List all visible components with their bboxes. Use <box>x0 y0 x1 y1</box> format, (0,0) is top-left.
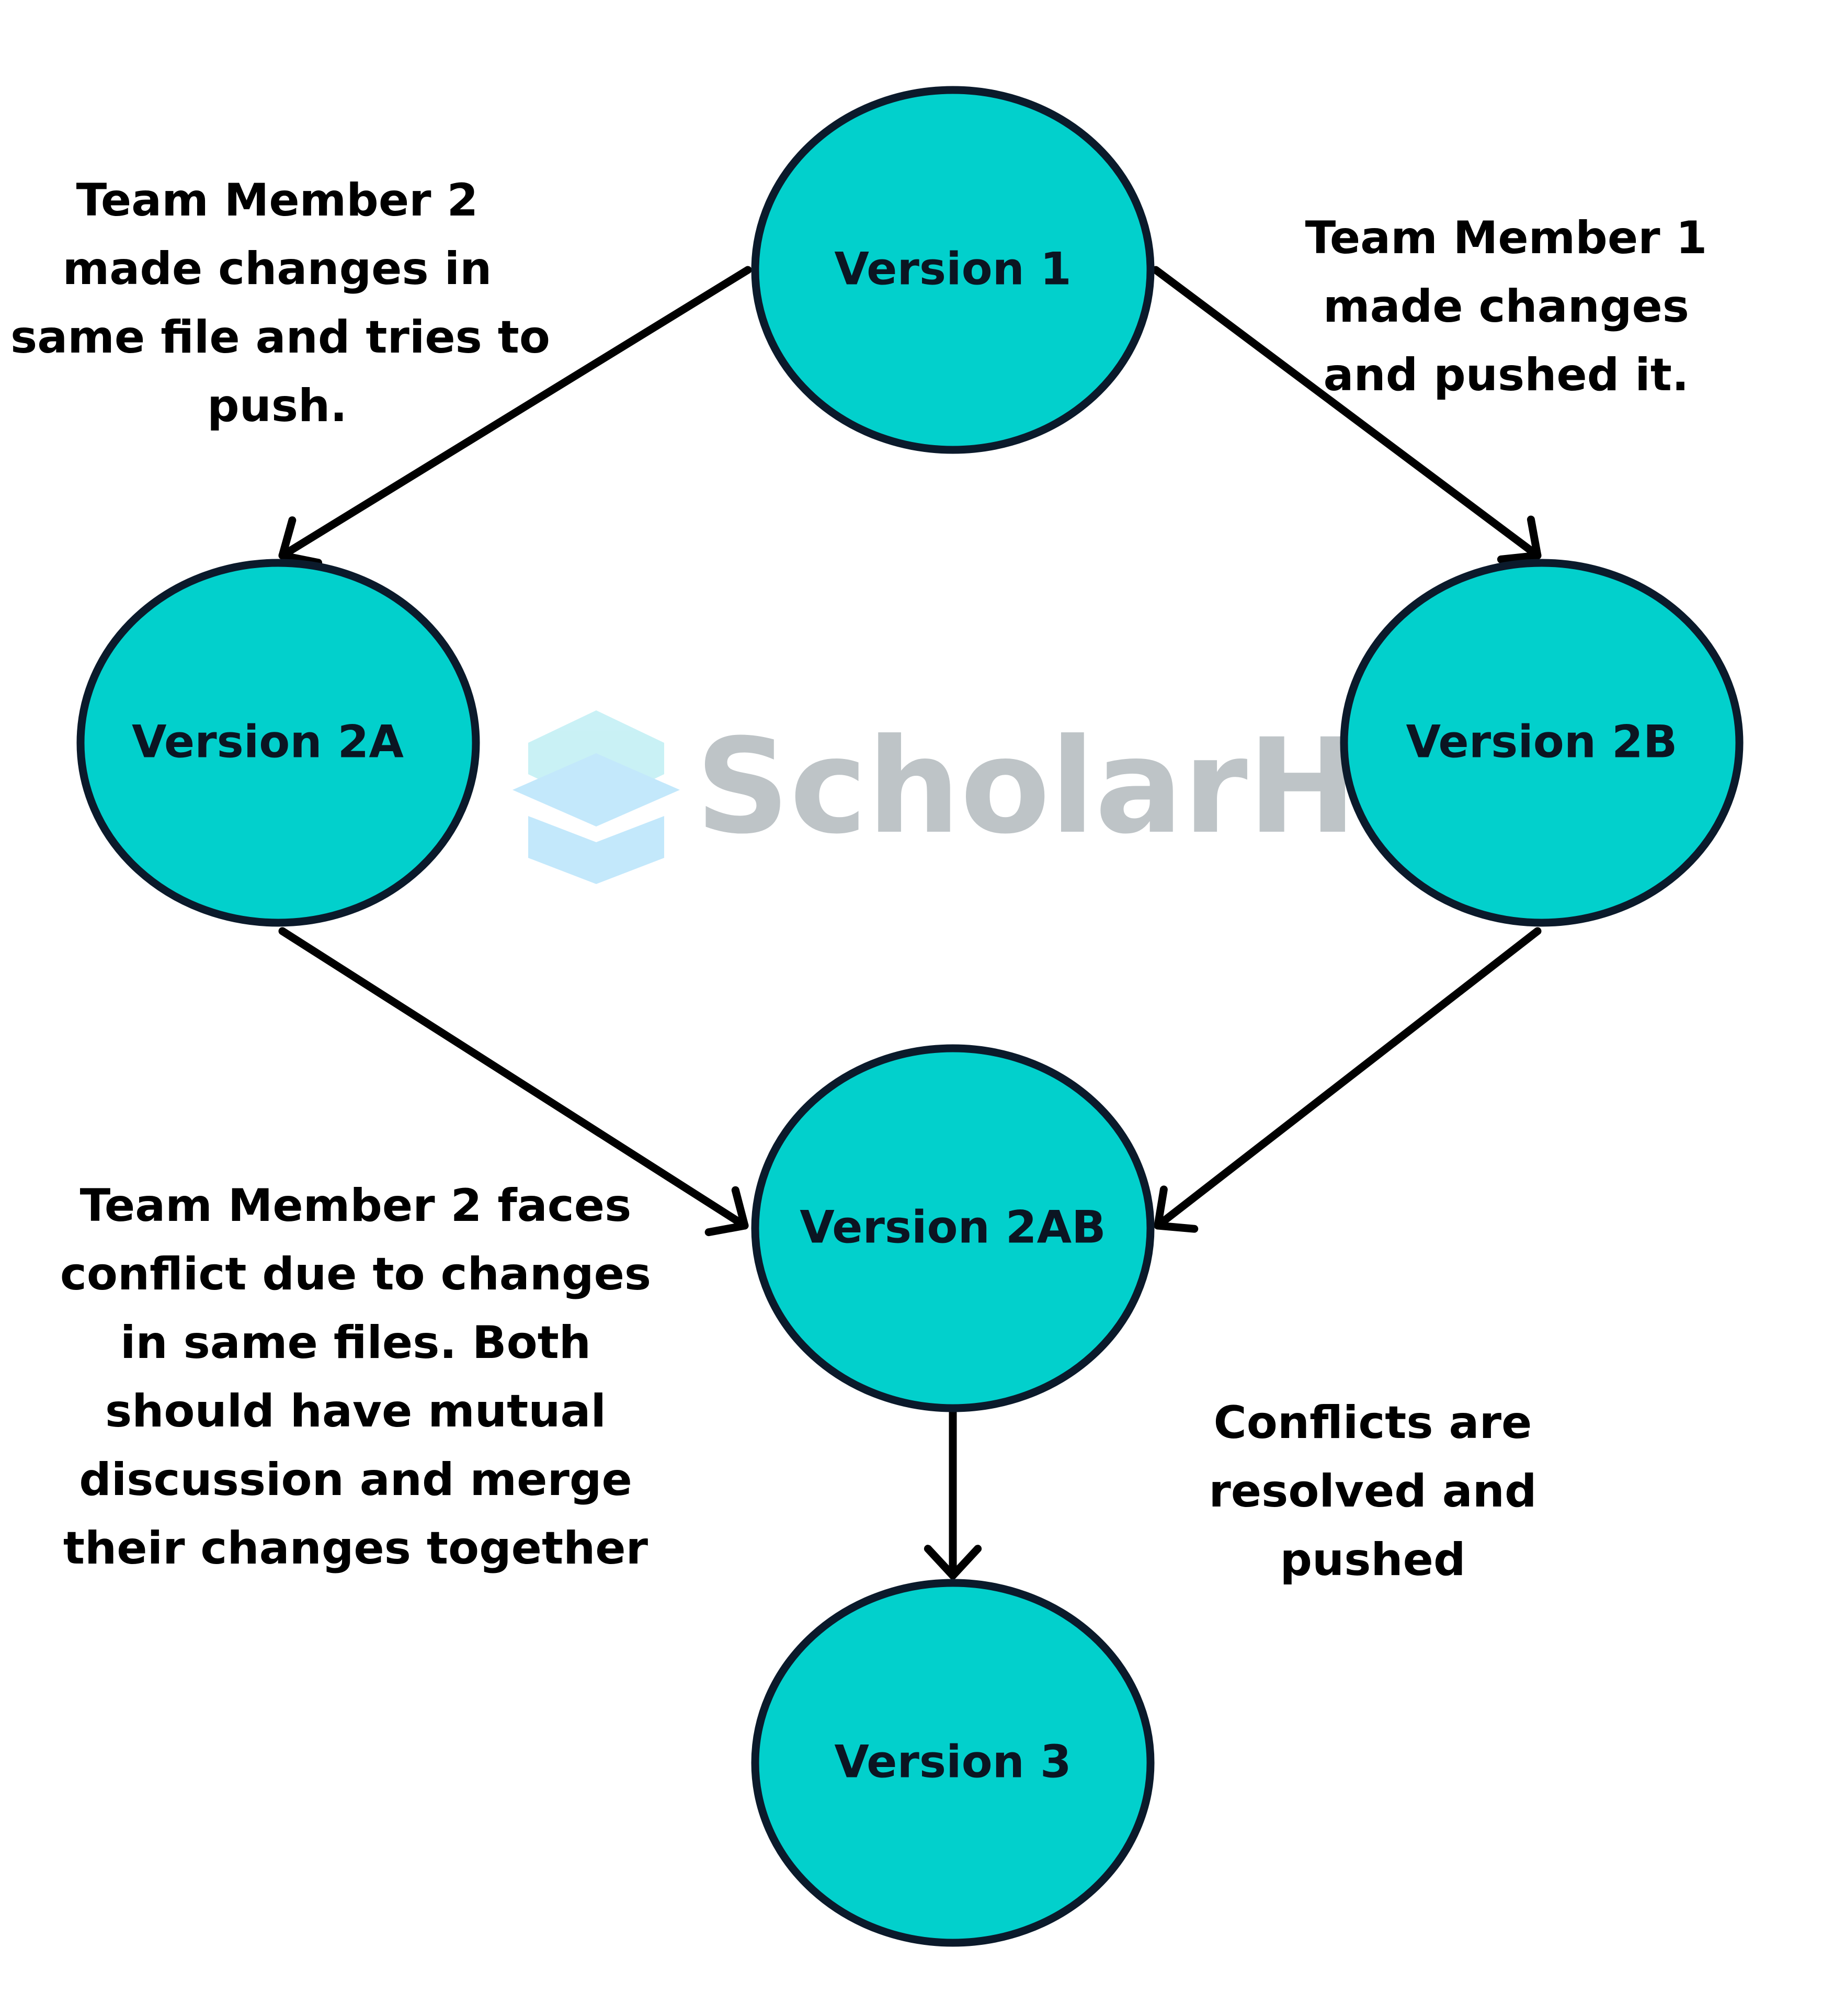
annotation-line: discussion and merge <box>79 1454 632 1506</box>
annotation-team-member-2-push: Team Member 2 made changes in same file … <box>10 166 550 440</box>
annotation-line: made changes <box>1323 280 1689 333</box>
annotation-line: Team Member 1 <box>1305 212 1707 264</box>
annotation-line: and pushed it. <box>1323 349 1689 401</box>
edge-line <box>1154 927 1542 1230</box>
layers-logo-icon <box>513 710 680 884</box>
annotation-line: should have mutual <box>105 1385 606 1437</box>
edge-line <box>1152 266 1542 560</box>
edge-v1-to-v2b <box>1152 266 1542 563</box>
edge-line <box>278 927 749 1230</box>
node-label: Version 2AB <box>800 1201 1106 1253</box>
arrow-head <box>704 1186 749 1237</box>
node-v1: Version 1 <box>751 86 1155 454</box>
arrow-head <box>278 516 323 567</box>
node-circle <box>76 559 480 927</box>
edge-line <box>278 266 752 560</box>
node-v2a: Version 2A <box>76 559 480 927</box>
nodes: Version 1 Version 2A Version 2B Version 2AB… <box>76 86 1744 1947</box>
annotation-line: resolved and <box>1209 1465 1537 1517</box>
node-label: Version 1 <box>834 243 1071 295</box>
edge-v1-to-v2a <box>278 266 752 567</box>
annotation-line: Team Member 2 faces <box>79 1180 632 1232</box>
arrow-head <box>1154 1185 1199 1233</box>
arrow-head <box>924 1545 982 1580</box>
annotation-line: Team Member 2 <box>76 174 479 226</box>
annotation-line: push. <box>207 380 347 432</box>
edges <box>278 266 1542 1580</box>
annotation-line: their changes together <box>63 1522 648 1575</box>
node-label: Version 2B <box>1406 716 1678 768</box>
annotation-line: same file and tries to <box>10 311 550 364</box>
node-v2ab: Version 2AB <box>751 1044 1155 1412</box>
node-v3: Version 3 <box>751 1579 1155 1947</box>
node-label: Version 3 <box>834 1736 1071 1788</box>
annotation-line: pushed <box>1280 1534 1466 1586</box>
node-circle <box>751 1044 1155 1412</box>
edge-v2b-to-v2ab <box>1154 927 1542 1233</box>
annotation-line: in same files. Both <box>120 1317 591 1369</box>
annotation-line: Conflicts are <box>1213 1397 1532 1449</box>
node-label: Version 2A <box>132 716 404 768</box>
annotation-line: conflict due to changes <box>60 1248 652 1300</box>
edge-v2ab-to-v3 <box>924 1408 982 1580</box>
annotation-line: made changes in <box>62 243 492 295</box>
annotation-conflict: Team Member 2 faces conflict due to chan… <box>42 1172 669 1583</box>
annotation-team-member-1-pushed: Team Member 1 made changes and pushed it… <box>1239 204 1773 410</box>
annotation-resolved: Conflicts are resolved and pushed <box>1151 1389 1595 1594</box>
node-circle <box>1340 559 1744 927</box>
edge-v2a-to-v2ab <box>278 927 749 1237</box>
arrow-head <box>1497 515 1542 563</box>
node-circle <box>751 1579 1155 1947</box>
node-circle <box>751 86 1155 454</box>
node-v2b: Version 2B <box>1340 559 1744 927</box>
